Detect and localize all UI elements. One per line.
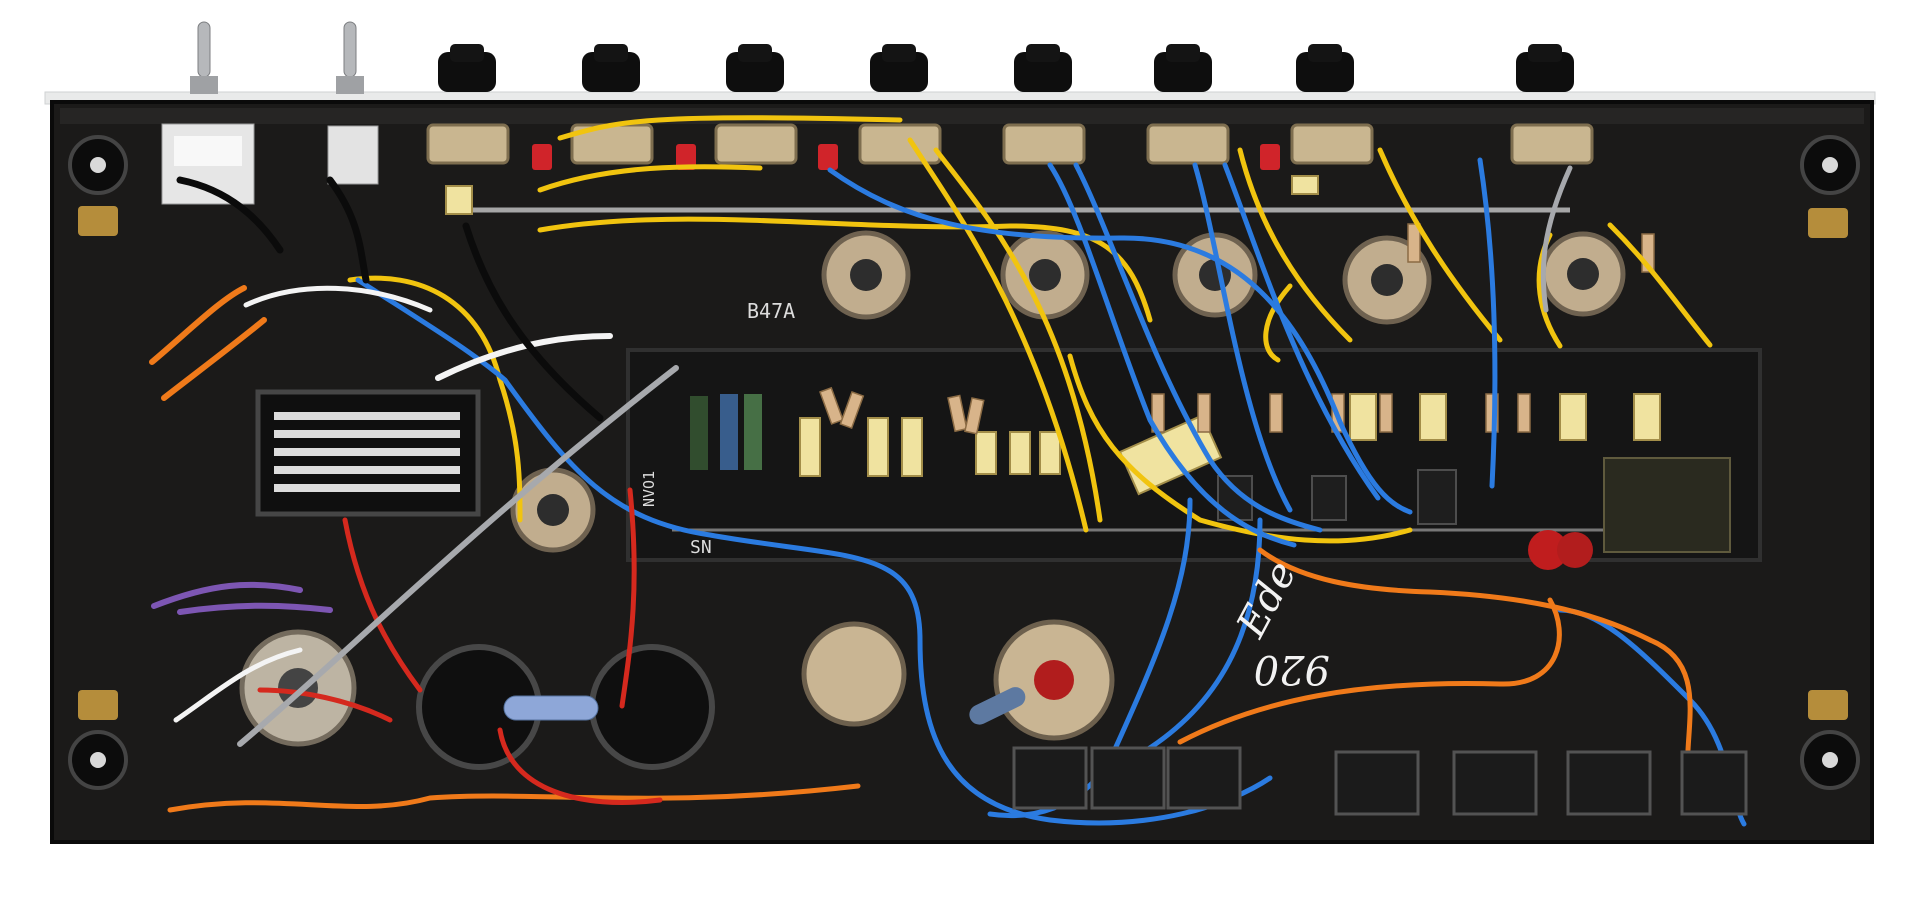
mounting-feet — [68, 135, 1860, 790]
potentiometers — [426, 123, 1594, 165]
handwritten-note-2: 920 — [1254, 646, 1330, 692]
output-jacks — [1012, 746, 1748, 816]
green-board — [1603, 457, 1731, 553]
wires — [149, 115, 1747, 827]
tube-sockets — [510, 230, 1626, 553]
power-tube-sockets — [239, 619, 1115, 770]
blue-resistor — [503, 695, 599, 721]
relays — [1217, 469, 1457, 525]
electrolytic-capacitors — [690, 394, 1593, 570]
board-model-label: NVO1 — [640, 471, 658, 507]
blue-resistor-2 — [969, 687, 1026, 725]
serial-prefix-label: SN — [690, 537, 712, 558]
board-code-label: B47A — [747, 299, 795, 323]
power-transformer — [255, 389, 481, 517]
toggle-switches — [190, 21, 364, 94]
control-knobs — [438, 44, 1574, 92]
